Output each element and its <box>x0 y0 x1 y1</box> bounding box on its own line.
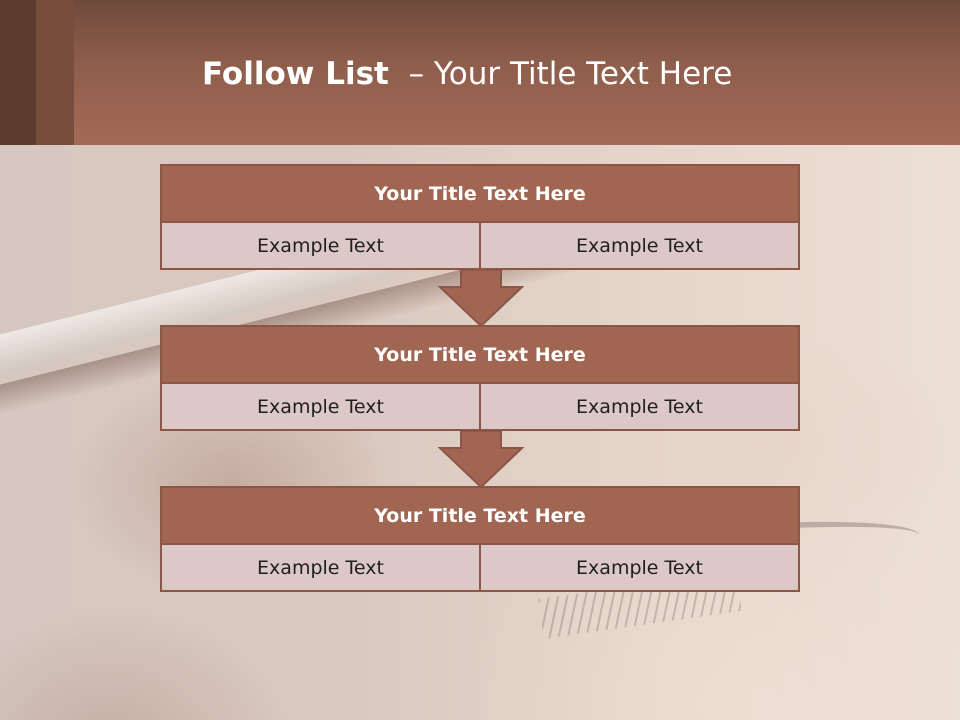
flow-step-3-right-cell: Example Text <box>481 545 798 590</box>
flow-step-2: Your Title Text Here Example Text Exampl… <box>160 325 800 431</box>
slide-title-rest: – Your Title Text Here <box>408 56 733 92</box>
header-bar: Follow List – Your Title Text Here <box>0 0 960 145</box>
slide-title: Follow List – Your Title Text Here <box>202 56 732 100</box>
flow-step-1-title: Your Title Text Here <box>162 166 798 223</box>
flow-step-3-title: Your Title Text Here <box>162 488 798 545</box>
flow-step-2-left-cell: Example Text <box>162 384 481 429</box>
header-stripe-mid <box>36 0 74 145</box>
flow-step-1: Your Title Text Here Example Text Exampl… <box>160 164 800 270</box>
flow-step-2-title: Your Title Text Here <box>162 327 798 384</box>
slide-title-strong: Follow List <box>202 56 389 92</box>
down-arrow-icon <box>438 431 524 489</box>
flow-step-2-right-cell: Example Text <box>481 384 798 429</box>
flow-step-3: Your Title Text Here Example Text Exampl… <box>160 486 800 592</box>
flow-step-1-left-cell: Example Text <box>162 223 481 268</box>
down-arrow-icon <box>438 270 524 328</box>
flow-step-3-left-cell: Example Text <box>162 545 481 590</box>
header-stripe-dark <box>0 0 36 145</box>
flow-step-1-right-cell: Example Text <box>481 223 798 268</box>
